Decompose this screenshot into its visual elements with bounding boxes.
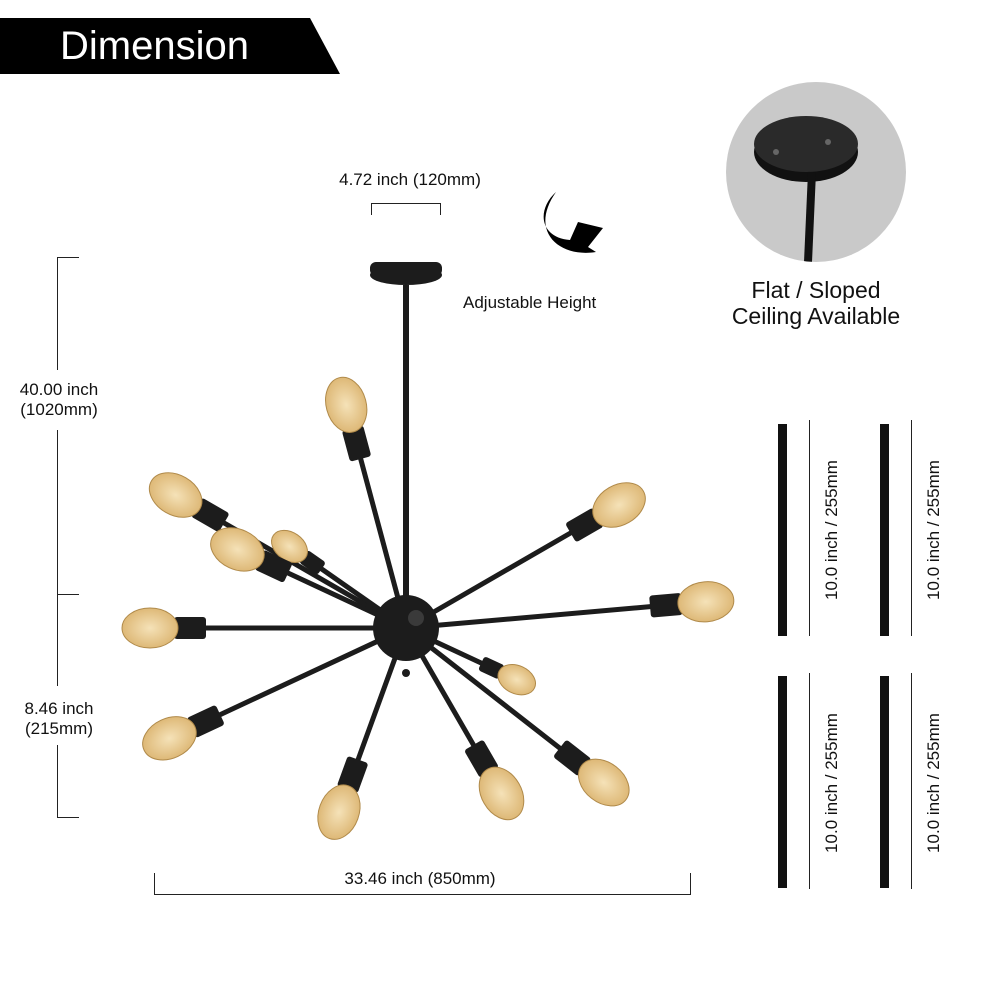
socket-8	[478, 657, 504, 679]
bulb-assembly-3	[566, 482, 646, 542]
arm-4	[405, 603, 661, 631]
bulb-11	[478, 766, 525, 821]
bulb-3	[592, 482, 646, 528]
body-height-tick-bottom	[57, 817, 79, 818]
bulb-8	[497, 663, 536, 696]
socket-1	[342, 425, 371, 462]
bulb-10	[317, 784, 361, 840]
ceiling-label-line1: Flat / Sloped	[751, 277, 881, 303]
canopy-width-tick-right	[440, 203, 441, 215]
rod-3-label: 10.0 inch / 255mm	[822, 713, 841, 853]
total-height-label: 40.00 inch (1020mm)	[0, 380, 118, 420]
bulb-assembly-5	[271, 529, 325, 575]
arm-9	[210, 625, 408, 722]
socket-6	[255, 550, 292, 583]
rod-3-measure-line	[809, 673, 810, 889]
rod-4-measure-line	[911, 673, 912, 889]
bulb-assembly-6	[210, 527, 292, 583]
body-height-label: 8.46 inch (215mm)	[0, 699, 118, 739]
bulb-assembly-12	[554, 740, 630, 807]
socket-7	[174, 617, 206, 639]
ceiling-label: Flat / Sloped Ceiling Available	[706, 277, 926, 329]
body-height-line1: 8.46 inch	[24, 699, 94, 718]
total-width-label: 33.46 inch (850mm)	[344, 869, 496, 888]
arm-12	[404, 626, 570, 757]
bulb-2	[148, 472, 203, 518]
total-height-line2: (1020mm)	[20, 400, 98, 419]
ceiling-detail-circle	[726, 82, 906, 262]
body-height-line2: (215mm)	[24, 719, 93, 738]
adjustable-height-label: Adjustable Height	[463, 293, 597, 312]
body-height-line-bottom	[57, 745, 58, 817]
title-banner: Dimension	[0, 18, 340, 74]
rod-1-label: 10.0 inch / 255mm	[822, 460, 841, 600]
total-height-tick-top	[57, 257, 79, 258]
bulb-assembly-1	[325, 376, 371, 462]
bulb-12	[578, 758, 630, 807]
socket-10	[337, 756, 368, 793]
rod-2-label: 10.0 inch / 255mm	[924, 460, 943, 600]
bulb-assembly-7	[121, 607, 206, 649]
bulb-1	[325, 376, 368, 433]
canopy-width-line	[371, 203, 441, 204]
bulb-6	[210, 527, 265, 572]
rod-1	[778, 424, 787, 636]
rod-2-measure-line	[911, 420, 912, 636]
bulb-7	[121, 607, 179, 649]
bulb-assembly-2	[148, 472, 229, 532]
socket-9	[187, 705, 224, 738]
socket-4	[649, 593, 683, 618]
canopy-width-tick-left	[371, 203, 372, 215]
rod-2	[880, 424, 889, 636]
total-width-tick-right	[690, 873, 691, 895]
bulb-4	[677, 581, 735, 623]
bulb-assembly-9	[142, 705, 224, 761]
body-height-line-top	[57, 594, 58, 686]
hub-highlight	[408, 610, 424, 626]
height-divider-tick	[57, 594, 79, 595]
bulb-9	[142, 716, 197, 761]
sloped-canopy-icon	[754, 116, 858, 262]
hub-finial	[402, 669, 410, 677]
total-width-line	[154, 894, 690, 895]
rod-4	[880, 676, 889, 888]
ceiling-label-line2: Ceiling Available	[731, 303, 901, 329]
total-height-line-bottom	[57, 430, 58, 594]
rod-4-label: 10.0 inch / 255mm	[924, 713, 943, 853]
page-title: Dimension	[60, 24, 249, 68]
rod-3	[778, 676, 787, 888]
rod-1-measure-line	[809, 420, 810, 636]
center-hub	[373, 595, 439, 661]
canopy-plate	[370, 262, 442, 276]
bulb-assembly-4	[649, 581, 735, 623]
total-width-tick-left	[154, 873, 155, 895]
bulb-assembly-8	[478, 657, 536, 696]
arm-3	[404, 525, 581, 631]
total-height-line1: 40.00 inch	[19, 380, 99, 399]
bulb-assembly-11	[465, 740, 525, 821]
total-height-line-top	[57, 257, 58, 370]
bulb-assembly-10	[317, 756, 368, 840]
canopy-width-label: 4.72 inch (120mm)	[339, 170, 481, 189]
